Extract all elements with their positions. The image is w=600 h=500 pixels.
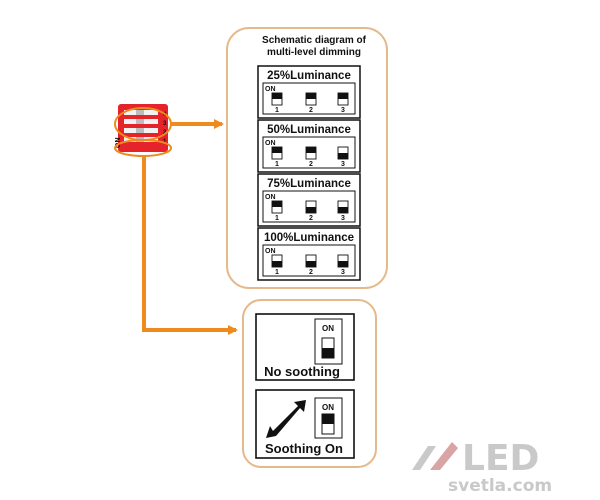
switch-number: 2 (309, 215, 313, 222)
soothing-on-switch-lever (322, 414, 334, 424)
switch-lever (306, 207, 316, 213)
switch-on-label: ON (265, 194, 276, 201)
switch-number: 2 (309, 161, 313, 168)
switch-number: 1 (275, 161, 279, 168)
switch-number: 3 (341, 269, 345, 276)
arrow-line-to-soothing (142, 156, 236, 332)
switch-number: 3 (341, 215, 345, 222)
switch-lever (306, 93, 316, 99)
no-soothing-switch-lever (322, 348, 334, 358)
switch-on-label: ON (265, 248, 276, 255)
switch-number: 1 (275, 107, 279, 114)
dimming-level-label: 100%Luminance (264, 232, 354, 244)
switch-lever (338, 93, 348, 99)
switch-number: 3 (341, 107, 345, 114)
dip-switch-module: ON 4 3 2 1 (114, 104, 172, 157)
schematic-title-line2: multi-level dimming (267, 47, 361, 58)
switch-lever (338, 207, 348, 213)
switch-number: 2 (309, 107, 313, 114)
switch-on-label: ON (265, 86, 276, 93)
dip-lever-3 (136, 128, 144, 133)
switch-number: 1 (275, 215, 279, 222)
soothing-on-label: Soothing On (265, 441, 343, 456)
brand-logo: LED svetla.com (412, 438, 552, 496)
switch-number: 3 (341, 161, 345, 168)
dimming-level-label: 50%Luminance (267, 124, 351, 136)
arrow-icon (266, 400, 306, 438)
no-soothing-on-label: ON (322, 324, 334, 333)
switch-lever (306, 261, 316, 267)
switch-lever (338, 153, 348, 159)
dimming-level-label: 75%Luminance (267, 178, 351, 190)
switch-lever (306, 147, 316, 153)
switch-number: 2 (309, 269, 313, 276)
dimming-level-label: 25%Luminance (267, 70, 351, 82)
switch-lever (272, 201, 282, 207)
logo-brand-text: LED (462, 438, 539, 479)
switch-lever (272, 147, 282, 153)
dip-on-label: ON (115, 138, 122, 149)
schematic-panel: Schematic diagram of multi-level dimming… (226, 27, 388, 289)
soothing-on-on-label: ON (322, 403, 334, 412)
logo-accent-mark (430, 442, 458, 470)
no-soothing-label: No soothing (264, 364, 340, 379)
connector-arrows (142, 119, 238, 335)
switch-on-label: ON (265, 140, 276, 147)
soothing-panel: ON No soothing ON Soothing On (242, 299, 377, 468)
dip-lever-1 (136, 110, 144, 115)
switch-lever (272, 261, 282, 267)
logo-url-text: svetla.com (448, 476, 552, 496)
switch-lever (272, 93, 282, 99)
logo-slash-mark (412, 446, 436, 470)
switch-lever (338, 261, 348, 267)
dip-lever-2 (136, 119, 144, 124)
schematic-title-line1: Schematic diagram of (262, 35, 367, 46)
dip-number-3: 3 (163, 121, 167, 127)
switch-number: 1 (275, 269, 279, 276)
